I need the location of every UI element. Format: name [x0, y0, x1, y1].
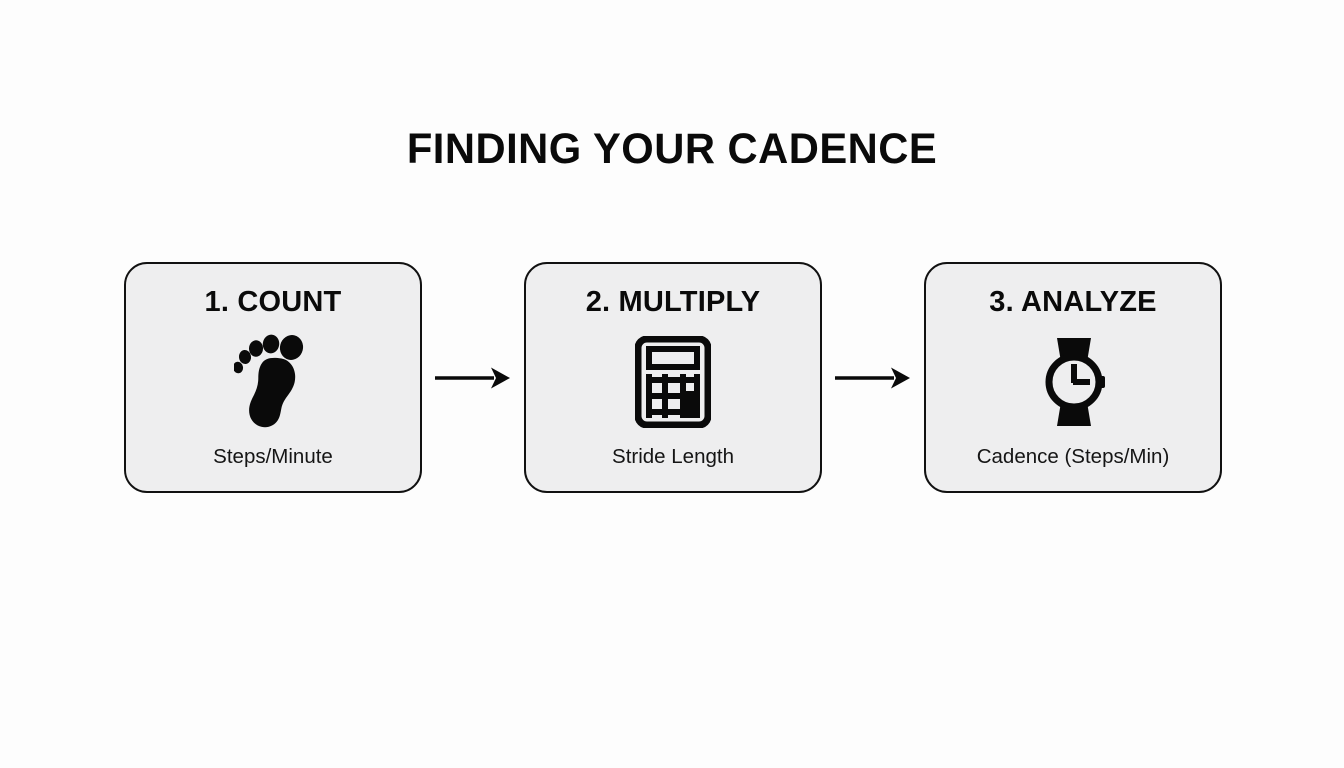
- step-heading: 1. COUNT: [204, 286, 342, 318]
- arrow-right-icon: [833, 361, 913, 395]
- smartwatch-icon: [926, 317, 1220, 447]
- page-title: FINDING YOUR CADENCE: [406, 125, 938, 173]
- step-card-count[interactable]: 1. COUNT Steps/Minute: [124, 262, 422, 493]
- arrow-right-icon: [433, 361, 513, 395]
- step-heading: 2. MULTIPLY: [585, 286, 761, 318]
- step-caption: Steps/Minute: [213, 444, 333, 468]
- process-flow: 1. COUNT Steps/Minute 2. MULTIPLY: [124, 262, 1222, 493]
- step-card-analyze[interactable]: 3. ANALYZE Cadence (Steps/Min): [924, 262, 1222, 493]
- step-caption: Stride Length: [612, 444, 734, 468]
- step-caption: Cadence (Steps/Min): [976, 444, 1170, 468]
- step-card-multiply[interactable]: 2. MULTIPLY Stride Length: [524, 262, 822, 493]
- footprint-icon: [126, 317, 420, 447]
- step-heading: 3. ANALYZE: [989, 286, 1157, 318]
- calculator-icon: [526, 317, 820, 447]
